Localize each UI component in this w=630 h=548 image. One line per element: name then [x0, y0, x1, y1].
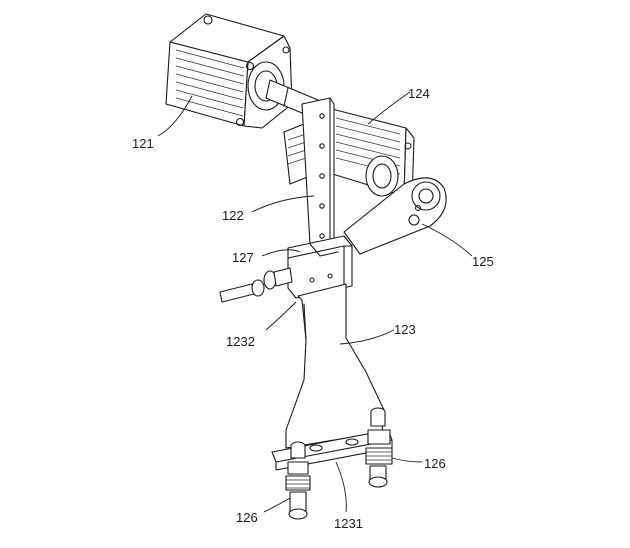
suction-cup-right-126 — [365, 407, 393, 488]
air-fitting-1232 — [219, 267, 293, 303]
label-1231: 1231 — [334, 516, 363, 531]
label-126-right: 126 — [424, 456, 446, 471]
leader-127 — [261, 249, 301, 257]
label-127: 127 — [232, 250, 254, 265]
label-121: 121 — [132, 136, 154, 151]
leader-123 — [339, 329, 395, 345]
slider-block-127 — [287, 235, 353, 299]
leader-125 — [421, 223, 473, 257]
plate-123 — [285, 283, 385, 449]
leader-122 — [251, 195, 315, 213]
suction-cup-left-126 — [285, 441, 311, 520]
label-126-left: 126 — [236, 510, 258, 525]
motor-121 — [165, 13, 293, 129]
label-125: 125 — [472, 254, 494, 269]
leader-126-right — [391, 457, 423, 463]
reference-labels: 121 124 122 127 125 123 1232 126 126 123… — [132, 86, 494, 531]
leader-124 — [367, 91, 411, 125]
label-122: 122 — [222, 208, 244, 223]
label-1232: 1232 — [226, 334, 255, 349]
leader-121 — [157, 95, 193, 137]
belt-arm-125 — [343, 177, 447, 255]
label-124: 124 — [408, 86, 430, 101]
motor-124 — [283, 107, 415, 201]
rail-122 — [301, 97, 335, 251]
leader-1231 — [335, 461, 347, 513]
leader-lines — [157, 91, 473, 513]
label-123: 123 — [394, 322, 416, 337]
leader-1232 — [265, 301, 297, 331]
leader-126-left — [263, 497, 291, 513]
